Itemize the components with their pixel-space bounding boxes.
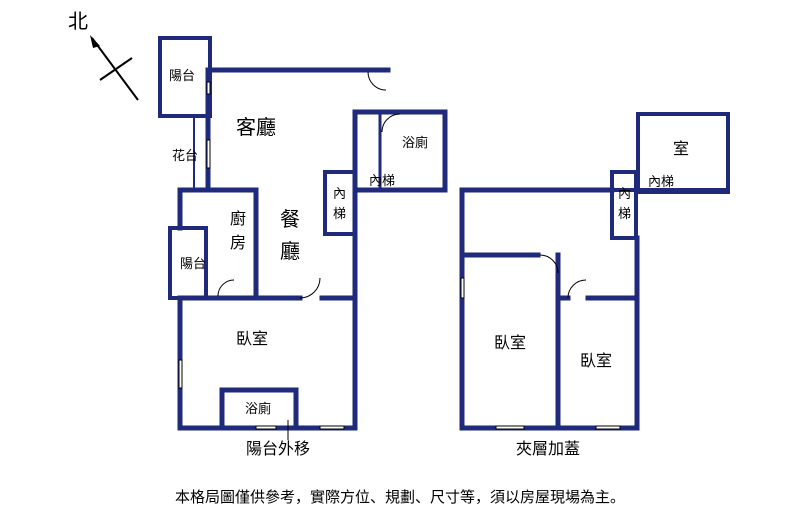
north-label: 北 [68,9,88,33]
right-plan-walls [459,112,730,431]
label-living-room: 客廳 [236,115,276,139]
label-bedroom-right-b: 臥室 [580,351,612,370]
label-stair-h-left: 內梯 [369,174,395,189]
label-bath-lower: 浴廁 [245,401,271,417]
label-stair-v-left-1: 內 [333,187,346,202]
north-arrow: 北 [68,9,139,101]
label-balcony-mid: 陽台 [180,257,206,272]
label-bath-upper: 浴廁 [402,135,428,151]
doors-windows [178,71,621,440]
disclaimer-text: 本格局圖僅供參考，實際方位、規劃、尺寸等，須以房屋現場為主。 [174,488,625,506]
label-room-right: 室 [673,139,689,158]
caption-right-plan: 夾層加蓋 [516,439,580,458]
caption-left-plan: 陽台外移 [246,439,310,458]
label-dining-2: 廳 [280,239,300,263]
label-stair-v-right-1: 內 [618,187,631,202]
label-kitchen-1: 廚 [230,209,246,228]
label-stair-v-right-2: 梯 [618,207,631,222]
label-bedroom-right-a: 臥室 [494,333,526,352]
label-stair-v-left-2: 梯 [333,207,346,222]
room-labels: 陽台 花台 客廳 廚 房 餐 廳 浴廁 內梯 內 梯 陽台 臥室 浴廁 室 內梯… [169,69,689,417]
label-dining-1: 餐 [280,207,300,231]
label-bedroom-left: 臥室 [236,329,268,348]
label-stair-h-right: 內梯 [648,175,674,190]
label-kitchen-2: 房 [230,233,246,252]
label-balcony-top: 陽台 [169,69,195,84]
left-plan-walls [158,36,448,431]
label-flower-bed: 花台 [172,148,198,164]
